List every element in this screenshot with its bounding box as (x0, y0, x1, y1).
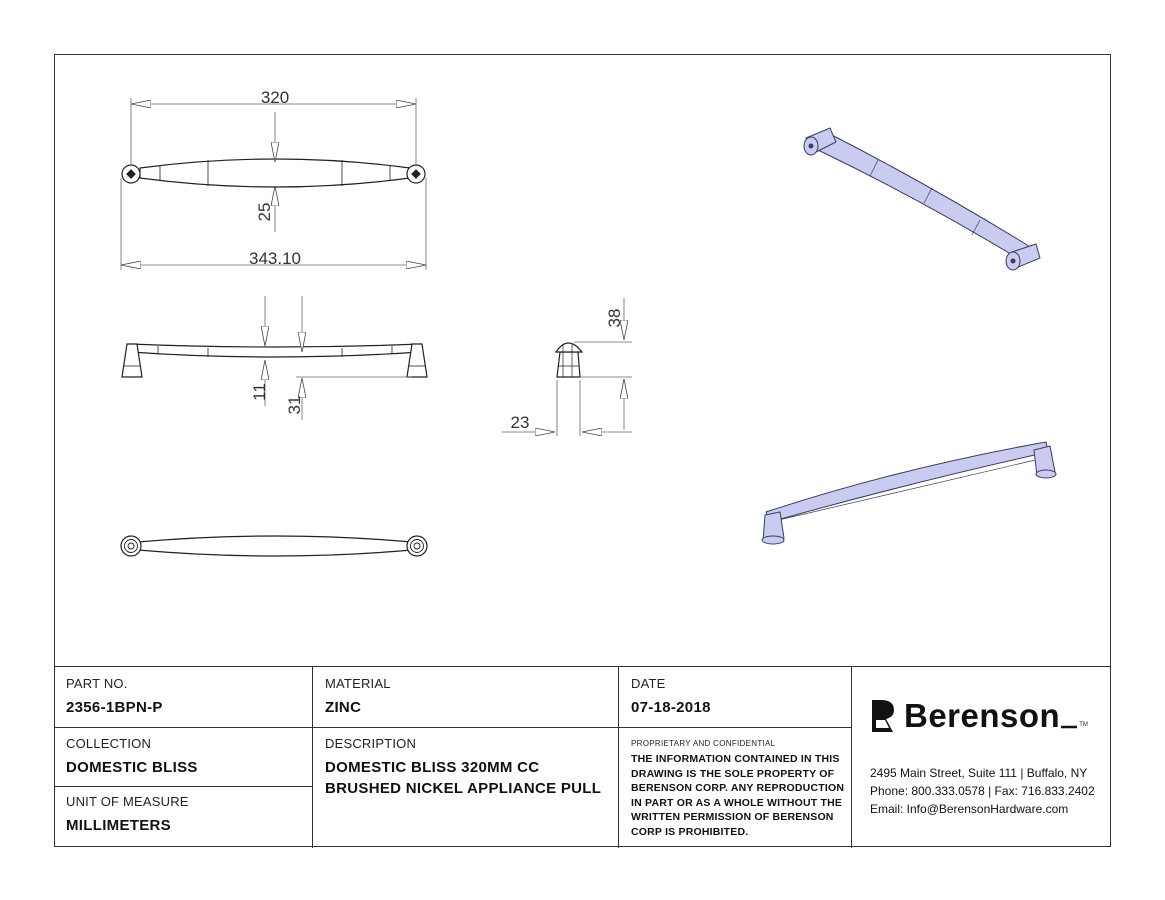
title-block: PART NO. 2356-1BPN-P COLLECTION DOMESTIC… (54, 666, 1111, 848)
company-email: Email: Info@BerensonHardware.com (870, 802, 1069, 816)
company-address: 2495 Main Street, Suite 111 | Buffalo, N… (870, 766, 1088, 780)
unit-label: UNIT OF MEASURE (66, 794, 189, 809)
confidential-heading: PROPRIETARY AND CONFIDENTIAL (631, 739, 776, 748)
date-value: 07-18-2018 (631, 699, 711, 716)
title-col-material: MATERIAL ZINC DESCRIPTION DOMESTIC BLISS… (313, 667, 619, 848)
title-col-date: DATE 07-18-2018 PROPRIETARY AND CONFIDEN… (619, 667, 852, 848)
dim-23: 23 (511, 413, 530, 432)
top-view-handle-body (139, 158, 411, 188)
front-view-handle-body (129, 343, 421, 358)
dim-25: 25 (255, 203, 274, 222)
front-view-post-right (406, 343, 428, 378)
confidential-text: THE INFORMATION CONTAINED IN THIS DRAWIN… (631, 753, 845, 838)
bottom-view (120, 535, 428, 557)
top-view (121, 158, 426, 188)
front-view-dimensions (265, 296, 412, 420)
collection-value: DOMESTIC BLISS (66, 759, 198, 776)
description-label: DESCRIPTION (325, 736, 417, 751)
dim-320: 320 (261, 88, 289, 107)
material-label: MATERIAL (325, 676, 391, 691)
isometric-render-top (803, 127, 1041, 271)
side-view (554, 342, 584, 378)
drawing-sheet-border (54, 54, 1111, 847)
dim-38: 38 (605, 309, 624, 328)
title-col-company: Berenson TM 2495 Main Street, Suite 111 … (852, 667, 1111, 848)
title-col-part: PART NO. 2356-1BPN-P COLLECTION DOMESTIC… (54, 667, 313, 848)
company-phone: Phone: 800.333.0578 | Fax: 716.833.2402 (870, 784, 1095, 798)
company-logo: Berenson TM (870, 697, 1088, 735)
part-no-label: PART NO. (66, 676, 128, 691)
dim-343: 343.10 (249, 249, 301, 268)
side-view-post (556, 351, 581, 378)
side-view-handle (554, 342, 584, 353)
top-view-dimensions (120, 98, 427, 270)
front-view-post-left (121, 343, 143, 378)
trademark-mark: TM (1079, 722, 1088, 728)
dim-11: 11 (250, 383, 269, 401)
date-label: DATE (631, 676, 666, 691)
unit-value: MILLIMETERS (66, 817, 171, 834)
berenson-logo-icon (872, 700, 894, 732)
dim-31: 31 (285, 396, 304, 415)
material-value: ZINC (325, 699, 362, 716)
logo-underline-icon (1061, 725, 1078, 729)
isometric-render-bottom (761, 441, 1057, 545)
company-name: Berenson (904, 697, 1061, 734)
side-view-dimensions (502, 298, 632, 436)
bottom-view-handle-body (137, 535, 413, 557)
description-value: DOMESTIC BLISS 320MM CC BRUSHED NICKEL A… (325, 759, 602, 797)
part-no-value: 2356-1BPN-P (66, 699, 163, 716)
front-view (121, 343, 428, 378)
collection-label: COLLECTION (66, 736, 152, 751)
